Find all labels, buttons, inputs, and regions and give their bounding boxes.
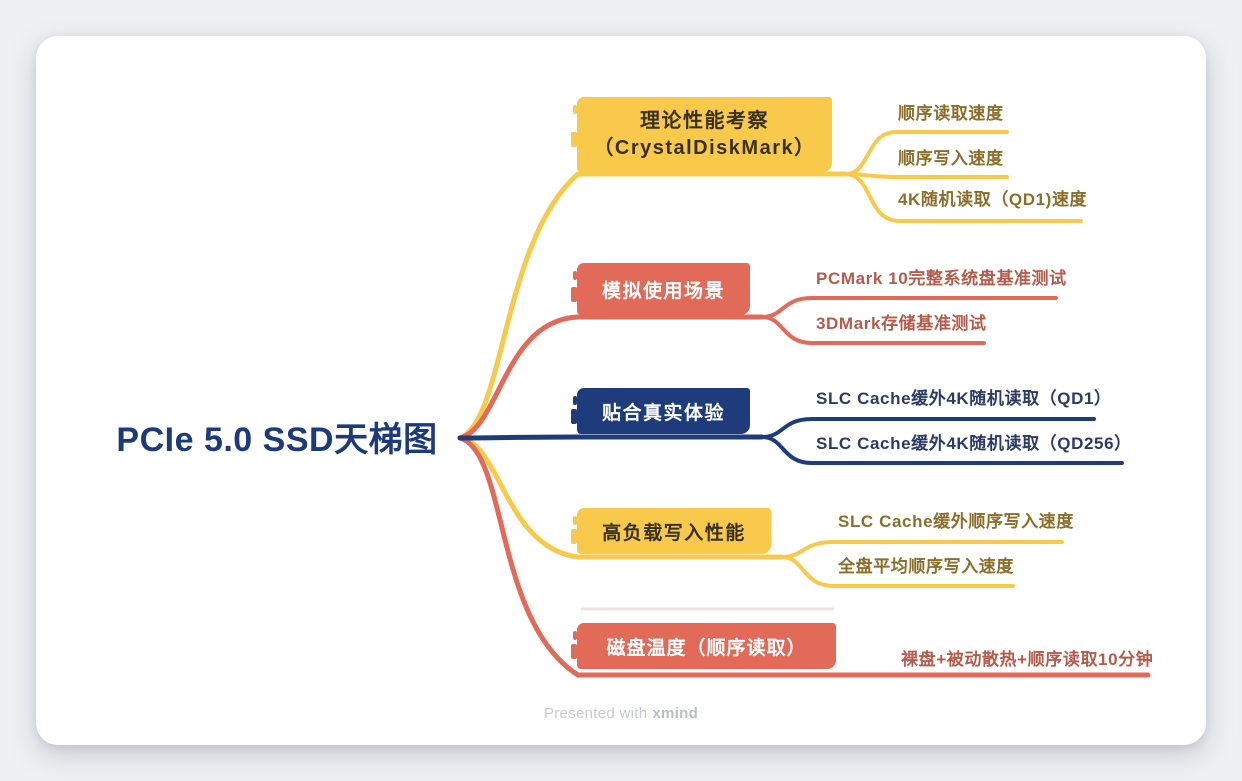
subtopic-seq-read-speed[interactable]: 顺序读取速度: [898, 104, 1004, 123]
subtopic-4k-random-read-qd1[interactable]: 4K随机读取（QD1)速度: [898, 190, 1088, 209]
subtopic-slc-seq-write-speed[interactable]: SLC Cache缓外顺序写入速度: [838, 512, 1074, 531]
subtopic-slc-4k-read-qd256[interactable]: SLC Cache缓外4K随机读取（QD256）: [816, 434, 1132, 453]
subtopic-3dmark-storage[interactable]: 3DMark存储基准测试: [816, 314, 987, 333]
subtopic-slc-4k-read-qd1[interactable]: SLC Cache缓外4K随机读取（QD1）: [816, 389, 1112, 408]
xmind-brand-link[interactable]: xmind: [652, 705, 699, 722]
footer-presented-text: Presented with: [543, 705, 648, 722]
topic-label-line: 理论性能考察: [640, 109, 769, 132]
topic-heavy-load-write[interactable]: 高负载写入性能: [571, 508, 771, 554]
topic-simulated-usage[interactable]: 模拟使用场景: [571, 263, 750, 315]
subtopic-pcmark10-benchmark[interactable]: PCMark 10完整系统盘基准测试: [816, 269, 1067, 288]
subtopic-seq-write-speed[interactable]: 顺序写入速度: [898, 149, 1004, 168]
topic-label-line: 磁盘温度（顺序读取）: [606, 637, 807, 659]
topic-label-line: 贴合真实体验: [601, 402, 725, 424]
topic-label-line: （CrystalDiskMark）: [593, 136, 816, 159]
topic-disk-temperature[interactable]: 磁盘温度（顺序读取）: [571, 623, 836, 669]
subtopic-fulldisk-avg-write[interactable]: 全盘平均顺序写入速度: [838, 557, 1014, 576]
subtopic-bare-passive-10min[interactable]: 裸盘+被动散热+顺序读取10分钟: [901, 650, 1154, 669]
topic-theory-performance[interactable]: 理论性能考察 （CrystalDiskMark）: [571, 97, 832, 172]
topic-label-line: 模拟使用场景: [601, 280, 725, 302]
central-topic[interactable]: PCIe 5.0 SSD天梯图: [116, 421, 438, 459]
topic-real-experience[interactable]: 贴合真实体验: [571, 388, 750, 434]
topic-label-line: 高负载写入性能: [602, 522, 746, 544]
